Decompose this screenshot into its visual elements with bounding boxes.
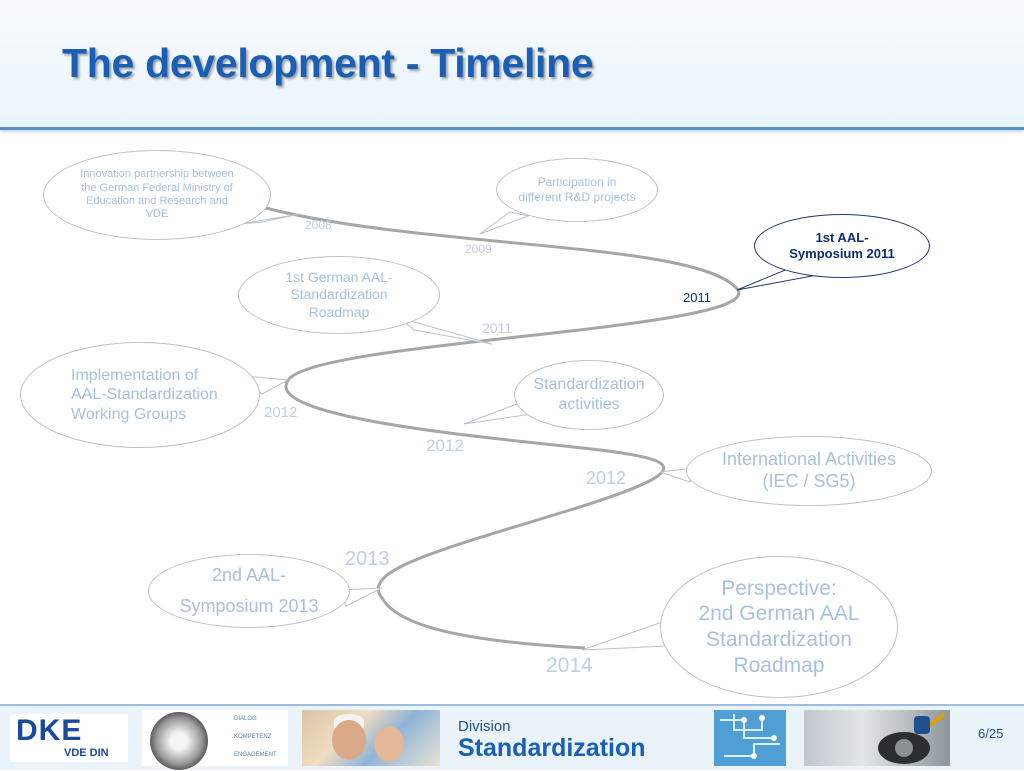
callout-tail-innovation [239,213,301,225]
seniors-photo [302,710,440,766]
callout-tail-perspective [581,619,669,651]
year-label-2011: 2011 [482,320,513,336]
circuit-icon [720,714,780,759]
callout-international-text: International Activities (IEC / SG5) [721,449,897,491]
header-bar: The development - Timeline [0,0,1024,130]
callout-tail-roadmap1 [399,317,493,345]
callout-perspective-text: Perspective: 2nd German AAL Standardizat… [698,576,860,677]
callout-implementation: Implementation of AAL-Standardization Wo… [20,342,260,448]
year-label-2011-active: 2011 [683,290,711,305]
year-label-2014: 2014 [546,654,593,677]
callout-roadmap-1: 1st German AAL- Standardization Roadmap [238,256,440,334]
callout-symposium-2013: 2nd AAL- Symposium 2013 [148,554,350,628]
year-label-2009: 2009 [465,242,492,256]
callout-tail-participation [479,211,530,235]
compass-icon [150,712,208,770]
footer-word-dialog: DIALOG [234,716,257,722]
dke-logo-text: DKE [16,714,83,747]
division-label: Division [458,718,511,735]
callout-innovation-partnership: Innovation partnership between the Germa… [43,150,271,240]
year-label-2008: 2008 [305,218,332,232]
dke-logo-sub: VDE DIN [64,747,109,759]
page-number: 6/25 [978,726,1004,741]
photo-face-man [332,720,366,760]
callout-symposium-2011: 1st AAL- Symposium 2011 [754,214,930,278]
timeline-path [257,204,740,650]
slide-title: The development - Timeline [62,40,594,86]
callout-participation: Participation in different R&D projects [496,158,658,222]
photo-face-woman [374,726,404,762]
callout-symposium-2011-text: 1st AAL- Symposium 2011 [789,230,895,261]
standardization-label: Standardization [458,734,646,762]
compass-image: DIALOG KOMPETENZ ENGAGEMENT [142,710,288,770]
dke-logo: DKE VDE DIN [10,714,128,762]
year-label-2013: 2013 [345,548,390,570]
callout-international-activities: International Activities (IEC / SG5) [686,436,932,506]
year-label-2012-left: 2012 [264,404,298,421]
charging-plug-image [804,710,950,766]
footer-word-engagement: ENGAGEMENT [234,752,277,758]
plug-icon [878,712,946,764]
callout-standardization-activities: Standardization activities [514,360,664,430]
callout-perspective: Perspective: 2nd German AAL Standardizat… [660,556,898,698]
callout-implementation-text: Implementation of AAL-Standardization Wo… [71,366,218,423]
year-label-2012-right: 2012 [586,468,627,488]
callout-standardization-text: Standardization activities [533,376,645,413]
callout-roadmap-1-text: 1st German AAL- Standardization Roadmap [285,269,393,320]
footer-bar: DKE VDE DIN DIALOG KOMPETENZ ENGAGEMENT … [0,704,1024,770]
callout-participation-text: Participation in different R&D projects [518,175,636,204]
circuit-image [714,710,786,766]
footer-word-kompetenz: KOMPETENZ [234,734,272,740]
callout-symposium-2013-text: 2nd AAL- Symposium 2013 [179,565,319,616]
year-label-2012-mid: 2012 [426,436,464,455]
callout-innovation-text: Innovation partnership between the Germa… [80,168,234,221]
